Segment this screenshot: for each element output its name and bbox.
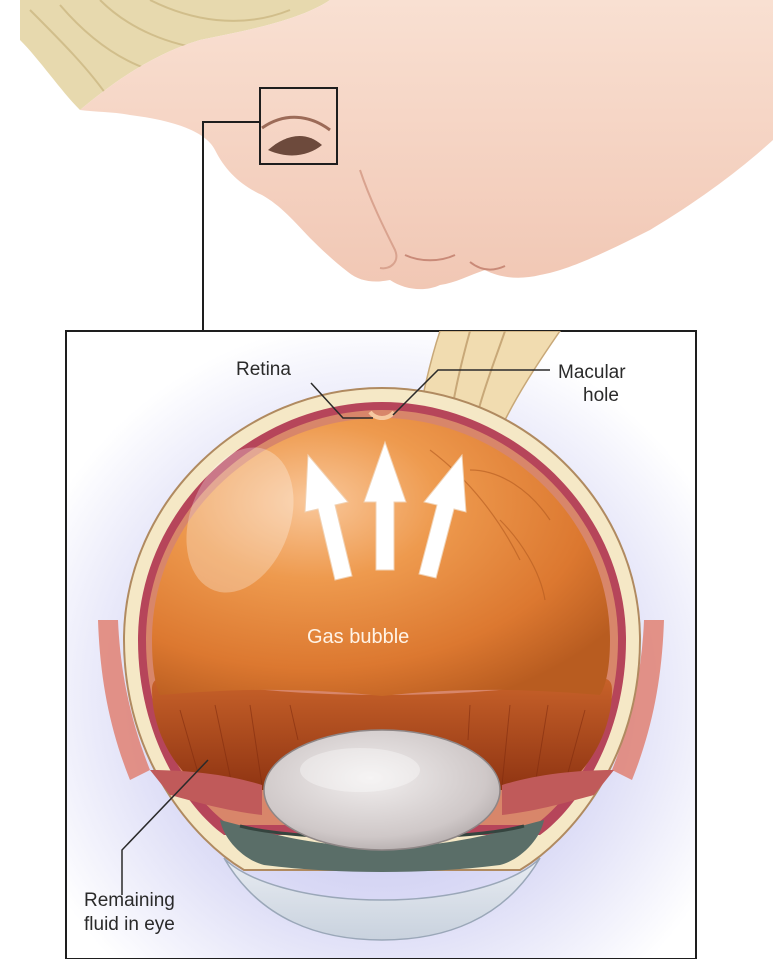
face-profile — [20, 0, 773, 331]
eye-cross-section-panel: Retina Macular hole Gas bubble Remaining… — [66, 331, 696, 959]
remaining-fluid-label-line1: Remaining — [84, 890, 175, 911]
macular-hole-label-line1: Macular — [558, 362, 626, 383]
macular-hole-label-line2: hole — [583, 385, 619, 406]
remaining-fluid-label-line2: fluid in eye — [84, 914, 175, 935]
gas-bubble-label: Gas bubble — [307, 626, 409, 648]
retina-label: Retina — [236, 359, 291, 380]
